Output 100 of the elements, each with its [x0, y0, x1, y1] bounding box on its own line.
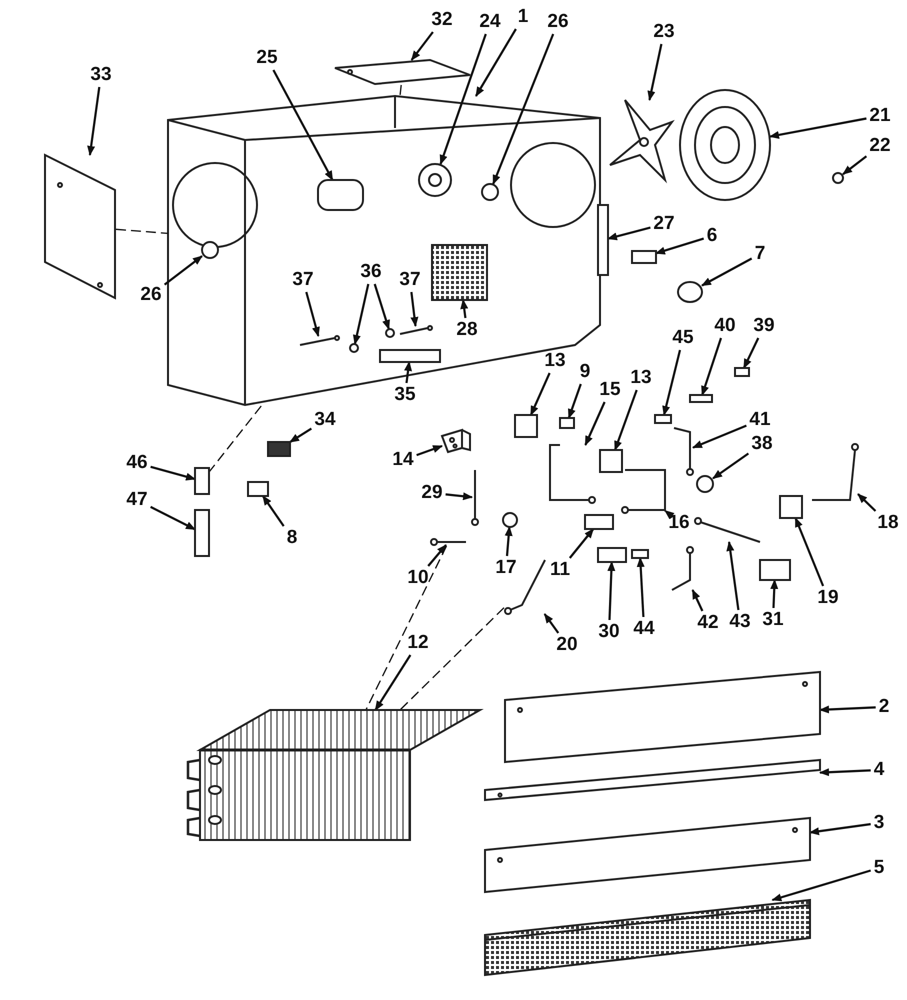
- terminal-strip-drawing: [597, 204, 609, 276]
- callout-number: 43: [727, 611, 753, 633]
- sleeve-drawing: [194, 467, 210, 495]
- callout-number: 33: [88, 64, 114, 86]
- tube-drawing: [674, 427, 694, 476]
- leader-arrow: [150, 466, 196, 481]
- cover-panel-drawing: [44, 153, 116, 300]
- leader-arrow: [771, 869, 872, 902]
- callout-number: 13: [628, 367, 654, 389]
- leader-arrow: [726, 541, 740, 610]
- leader-arrow: [410, 31, 434, 61]
- panel-drawing: [484, 758, 821, 802]
- elbow-fitting-drawing: [559, 417, 575, 429]
- coil-drawing: [186, 709, 484, 841]
- callout-number: 36: [358, 261, 384, 283]
- leader-arrow: [614, 390, 638, 451]
- assembly-line: [365, 546, 448, 710]
- assembly-line: [399, 84, 402, 96]
- callout-number: 26: [138, 284, 164, 306]
- callout-number: 35: [392, 384, 418, 406]
- valve-drawing: [779, 495, 803, 519]
- callout-number: 21: [867, 105, 893, 127]
- leader-arrow: [150, 506, 196, 530]
- tee-fitting-drawing: [654, 414, 672, 424]
- tube-drawing: [194, 509, 210, 557]
- leader-arrow: [504, 526, 513, 556]
- bracket-drawing: [440, 428, 471, 454]
- fitting-drawing: [631, 549, 649, 559]
- gauge-drawing: [696, 475, 714, 493]
- leader-arrow: [712, 452, 750, 480]
- callout-number: 37: [397, 269, 423, 291]
- leader-arrow: [607, 226, 651, 240]
- callout-number: 8: [284, 527, 300, 549]
- leader-arrow: [636, 557, 645, 618]
- fitting-drawing: [734, 367, 750, 377]
- leader-arrow: [819, 768, 871, 776]
- callout-number: 12: [405, 632, 431, 654]
- leader-arrow: [692, 589, 704, 612]
- leader-arrow: [87, 86, 100, 156]
- callout-number: 45: [670, 327, 696, 349]
- terminal-block-drawing: [267, 441, 291, 457]
- callout-number: 17: [493, 557, 519, 579]
- callout-number: 23: [651, 21, 677, 43]
- callout-number: 30: [596, 621, 622, 643]
- bracket-drawing: [597, 547, 627, 563]
- leader-arrow: [544, 613, 560, 634]
- leader-arrow: [770, 579, 778, 608]
- leader-arrow: [692, 424, 747, 449]
- tube-sleeve-drawing: [689, 394, 713, 403]
- leader-arrow: [794, 517, 824, 586]
- callout-number: 40: [712, 315, 738, 337]
- leader-arrow: [272, 69, 334, 181]
- callout-number: 22: [867, 135, 893, 157]
- leader-arrow: [410, 292, 418, 327]
- callout-number: 16: [666, 512, 692, 534]
- callout-number: 38: [749, 433, 775, 455]
- callout-number: 41: [747, 409, 773, 431]
- callout-number: 42: [695, 612, 721, 634]
- callout-number: 27: [651, 213, 677, 235]
- tube-drawing: [430, 538, 466, 546]
- callout-number: 15: [597, 379, 623, 401]
- callout-number: 18: [875, 512, 901, 534]
- leader-arrow: [647, 44, 662, 101]
- assembly-line: [116, 228, 168, 234]
- grille-drawing: [484, 898, 811, 976]
- leader-arrow: [819, 706, 876, 714]
- callout-number: 26: [545, 11, 571, 33]
- callout-number: 46: [124, 452, 150, 474]
- assembly-line: [400, 607, 504, 710]
- callout-number: 29: [419, 482, 445, 504]
- leader-arrow: [662, 350, 682, 416]
- leader-arrow: [164, 255, 203, 286]
- leader-arrow: [404, 361, 412, 384]
- callout-number: 32: [429, 9, 455, 31]
- callout-number: 2: [876, 696, 892, 718]
- switch-drawing: [677, 281, 703, 303]
- leader-arrow: [460, 299, 468, 318]
- callout-number: 6: [704, 225, 720, 247]
- callout-number: 1: [516, 6, 530, 28]
- callout-number: 11: [548, 559, 572, 581]
- leader-arrow: [842, 155, 868, 176]
- leader-arrow: [305, 292, 320, 337]
- callout-number: 24: [477, 11, 503, 33]
- fan-blade-drawing: [609, 99, 675, 184]
- valve-drawing: [599, 449, 623, 473]
- leader-arrow: [427, 544, 447, 567]
- leader-arrow: [530, 372, 551, 416]
- leader-arrow: [655, 238, 704, 254]
- leader-arrow: [769, 117, 867, 139]
- tube-drawing: [471, 470, 479, 526]
- callout-number: 39: [751, 315, 777, 337]
- valve-drawing: [514, 414, 538, 438]
- leader-arrow: [809, 823, 871, 836]
- callout-number: 10: [405, 567, 431, 589]
- leader-arrow: [416, 444, 443, 456]
- leader-arrow: [289, 428, 312, 444]
- callout-number: 13: [542, 350, 568, 372]
- leader-arrow: [440, 34, 487, 165]
- bracket-drawing: [584, 514, 614, 530]
- leader-arrow: [492, 34, 554, 185]
